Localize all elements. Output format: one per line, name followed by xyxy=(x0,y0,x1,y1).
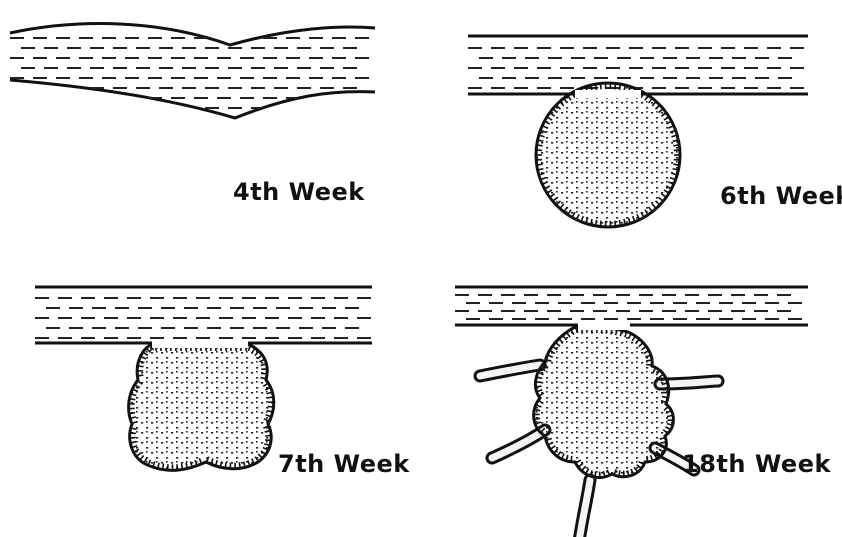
week18-label: 18th Week xyxy=(682,450,831,478)
week7-label: 7th Week xyxy=(278,450,410,478)
week6-label: 6th Week xyxy=(720,182,842,210)
week4-label: 4th Week xyxy=(233,178,365,206)
week6-dash-texture xyxy=(468,48,804,88)
week7-dash-texture xyxy=(35,298,371,338)
week4-dash-texture xyxy=(10,38,369,108)
week6-bud-body xyxy=(536,83,680,227)
week7-bud xyxy=(35,287,372,470)
week4-bottom-outline xyxy=(10,80,375,118)
week7-bud-body xyxy=(129,345,274,470)
week4-top-outline xyxy=(10,24,375,45)
week4-thickening xyxy=(10,24,375,118)
week18-bud-body xyxy=(534,327,674,478)
week18-bud xyxy=(455,287,808,537)
week18-dash-texture xyxy=(455,295,802,319)
